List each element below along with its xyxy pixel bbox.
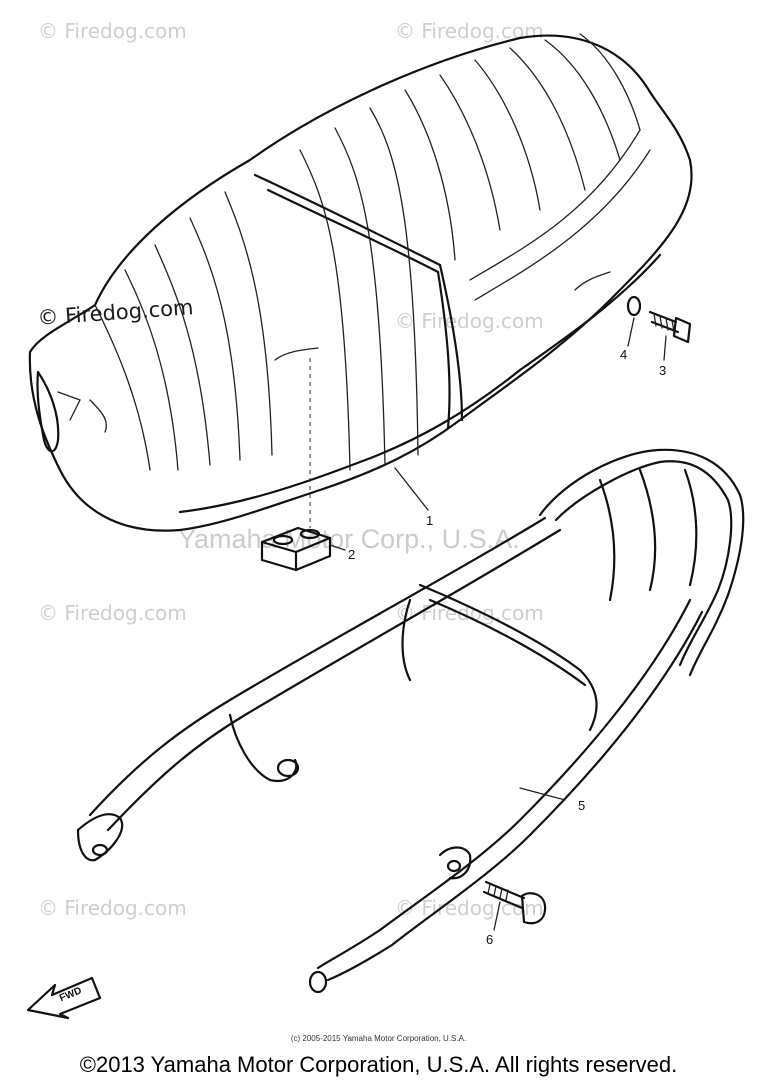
- watermark-top-right: © Firedog.com: [395, 19, 544, 43]
- seat-bolt: [626, 295, 692, 361]
- watermark-left-2: © Firedog.com: [38, 601, 187, 625]
- watermark-prominent: © Firedog.com: [37, 295, 194, 330]
- small-copyright: (c) 2005-2015 Yamaha Motor Corporation, …: [290, 1034, 467, 1043]
- callout-3: 3: [659, 363, 666, 378]
- luggage-rack: [76, 448, 745, 994]
- fwd-label: FWD: [58, 985, 83, 1004]
- main-copyright: ©2013 Yamaha Motor Corporation, U.S.A. A…: [79, 1052, 678, 1077]
- callout-2: 2: [348, 547, 355, 562]
- callout-4: 4: [620, 347, 627, 362]
- damper-block: [260, 526, 346, 572]
- seat: [28, 33, 693, 532]
- rack-bolt: [482, 880, 547, 931]
- callout-6: 6: [486, 932, 493, 947]
- watermark-mid-right: © Firedog.com: [395, 309, 544, 333]
- watermark-layer: © Firedog.com © Firedog.com © Firedog.co…: [38, 19, 544, 920]
- watermark-top-left: © Firedog.com: [38, 19, 187, 43]
- watermark-left-3: © Firedog.com: [38, 896, 187, 920]
- callout-labels: 1 2 3 4 5 6: [348, 347, 666, 947]
- forward-arrow-icon: FWD: [26, 976, 102, 1020]
- watermark-corp: Yamaha Motor Corp., U.S.A.: [178, 524, 520, 554]
- callout-5: 5: [578, 798, 585, 813]
- callout-1: 1: [426, 513, 433, 528]
